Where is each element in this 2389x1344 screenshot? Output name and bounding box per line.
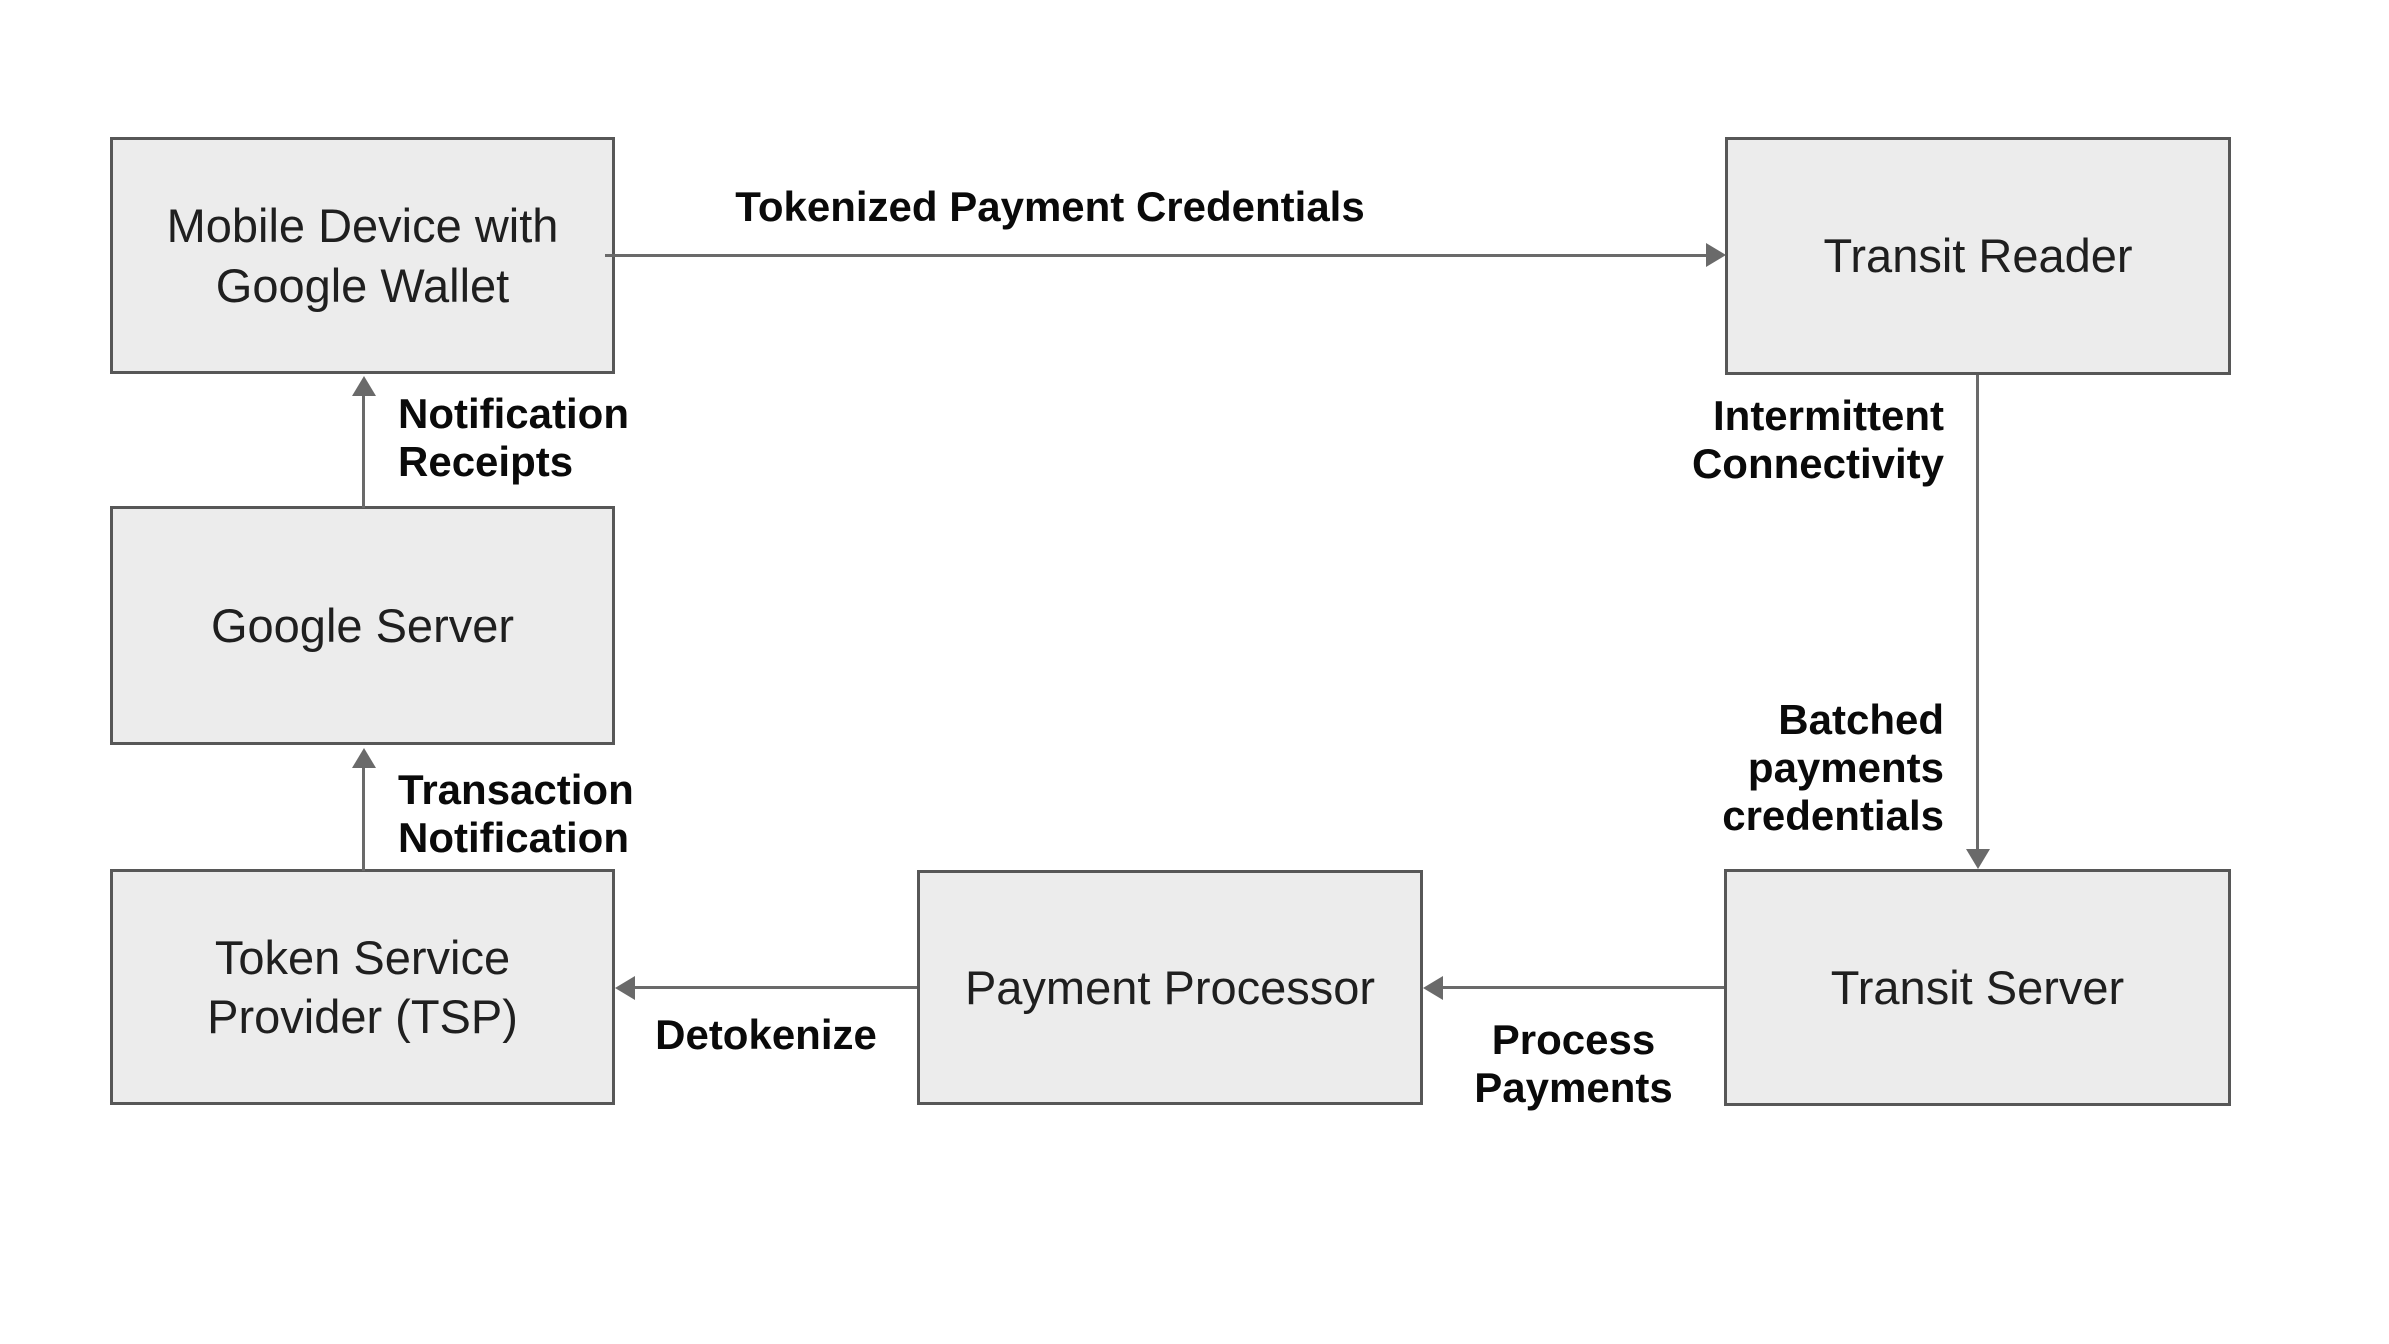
edge-label-tokenized-payment-credentials: Tokenized Payment Credentials — [735, 183, 1365, 230]
arrowhead-up-icon — [352, 376, 376, 396]
edge-label-transaction-notification: Transaction Notification — [398, 766, 634, 861]
node-mobile-device-google-wallet: Mobile Device with Google Wallet — [110, 137, 615, 374]
node-transit-reader: Transit Reader — [1725, 137, 2231, 375]
edge-transaction-notification-line — [362, 765, 365, 871]
arrowhead-down-icon — [1966, 849, 1990, 869]
arrowhead-right-icon — [1706, 243, 1726, 267]
arrowhead-left-icon — [1423, 976, 1443, 1000]
edge-label-detokenize: Detokenize — [655, 1011, 877, 1058]
edge-notification-receipts-line — [362, 394, 365, 508]
node-payment-processor: Payment Processor — [917, 870, 1423, 1105]
node-transit-server: Transit Server — [1724, 869, 2231, 1106]
edge-process-payments-line — [1441, 986, 1724, 989]
edge-label-intermittent-connectivity: Intermittent Connectivity — [1691, 392, 1944, 487]
edge-detokenize-line — [633, 986, 917, 989]
edge-label-process-payments: Process Payments — [1474, 1016, 1673, 1111]
edge-label-notification-receipts: Notification Receipts — [398, 390, 629, 485]
arrowhead-up-icon — [352, 748, 376, 768]
edge-label-batched-payments-credentials: Batched payments credentials — [1722, 696, 1944, 839]
edge-tokenized-line — [605, 254, 1707, 257]
edge-batched-payments-line — [1976, 375, 1979, 851]
node-token-service-provider: Token Service Provider (TSP) — [110, 869, 615, 1105]
arrowhead-left-icon — [615, 976, 635, 1000]
node-google-server: Google Server — [110, 506, 615, 745]
